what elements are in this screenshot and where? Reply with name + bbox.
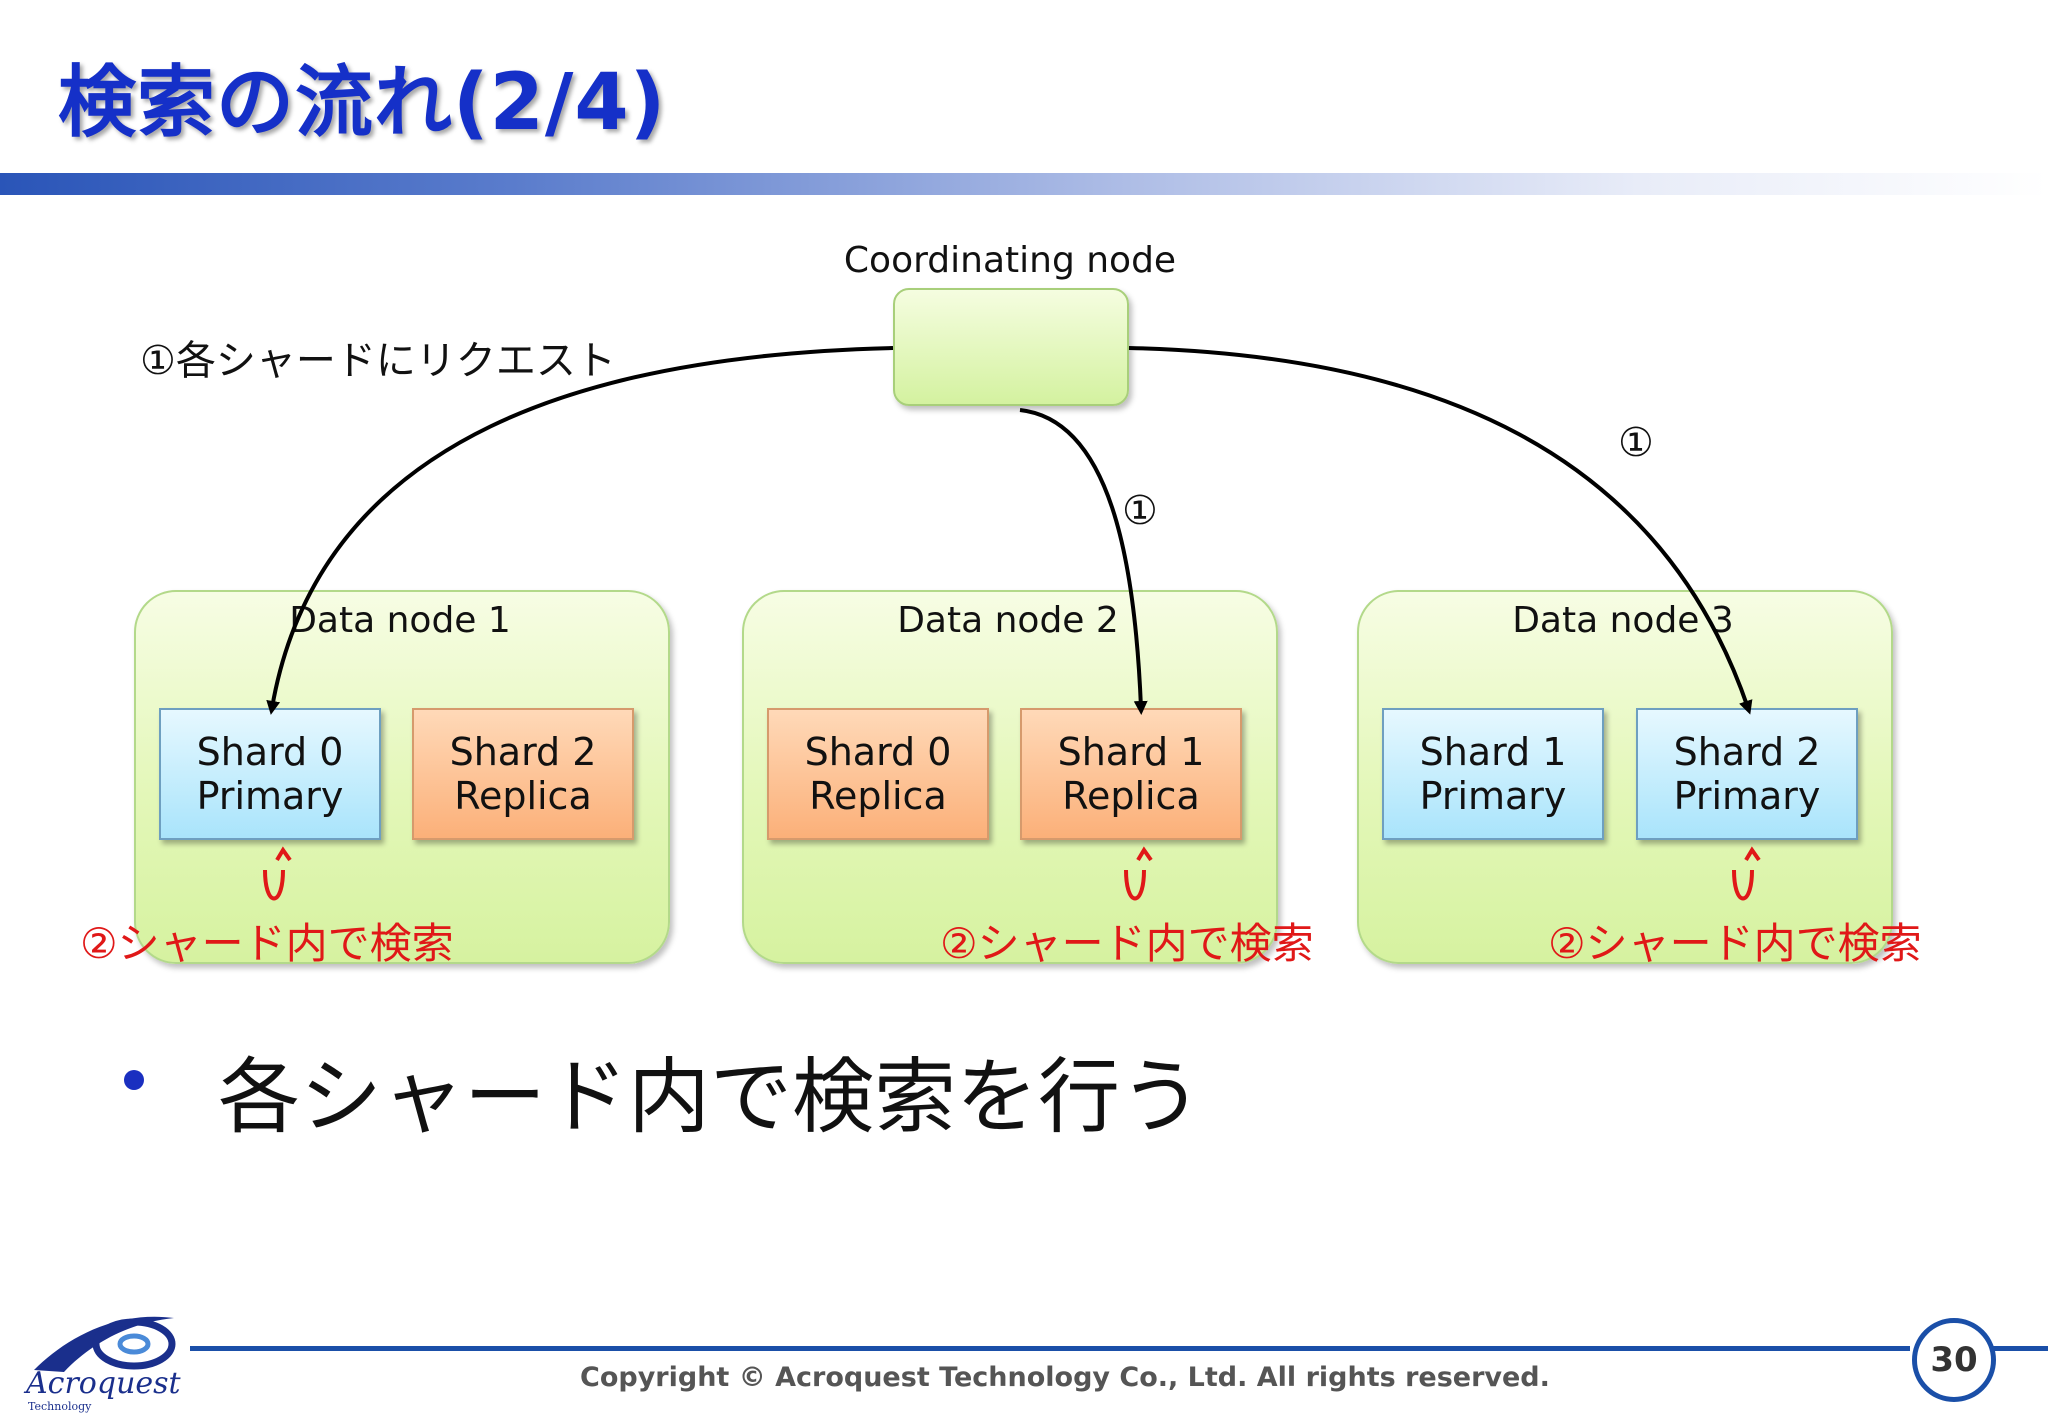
copyright-text: Copyright © Acroquest Technology Co., Lt… — [580, 1362, 1550, 1393]
shard-name: Shard 0 — [196, 730, 344, 774]
request-arrow-node3 — [1128, 346, 1753, 715]
shard-role: Primary — [1419, 774, 1567, 818]
arrow-label-node3: ① — [1618, 420, 1654, 466]
data-node-2-label: Data node 2 — [897, 600, 1119, 641]
logo-text: Acroquest — [26, 1366, 181, 1401]
shard-role: Primary — [196, 774, 344, 818]
slide-title: 検索の流れ(2/4) — [58, 58, 667, 148]
search-label-node3: ②シャード内で検索 — [1548, 919, 1922, 968]
footer-line-right — [1970, 1346, 2048, 1351]
shard-0-replica-node2: Shard 0 Replica — [767, 708, 989, 840]
coordinating-node-box — [893, 288, 1129, 406]
request-arrow-node2 — [1019, 408, 1148, 715]
shard-role: Replica — [809, 774, 947, 818]
logo-subtext: Technology — [28, 1400, 92, 1413]
data-node-3-label: Data node 3 — [1512, 600, 1734, 641]
shard-name: Shard 2 — [1673, 730, 1821, 774]
arrow-label-node2: ① — [1122, 488, 1158, 534]
shard-name: Shard 2 — [449, 730, 597, 774]
search-loop-node2 — [1124, 846, 1153, 901]
footer-line — [190, 1346, 1910, 1351]
search-loop-node1 — [263, 846, 292, 901]
acroquest-logo-icon — [34, 1316, 176, 1372]
coordinating-node-label: Coordinating node — [843, 240, 1177, 281]
shard-name: Shard 1 — [1419, 730, 1567, 774]
shard-role: Replica — [454, 774, 592, 818]
shard-2-replica-node1: Shard 2 Replica — [412, 708, 634, 840]
request-arrow-node1 — [266, 346, 894, 715]
request-label: ①各シャードにリクエスト — [140, 338, 616, 384]
search-label-node2: ②シャード内で検索 — [940, 919, 1314, 968]
shard-name: Shard 0 — [804, 730, 952, 774]
data-node-1-label: Data node 1 — [289, 600, 511, 641]
page-number: 30 — [1912, 1318, 1996, 1402]
shard-role: Primary — [1673, 774, 1821, 818]
shard-1-primary-node3: Shard 1 Primary — [1382, 708, 1604, 840]
bullet-text: 各シャード内で検索を行う — [218, 1050, 1203, 1145]
shard-1-replica-node2: Shard 1 Replica — [1020, 708, 1242, 840]
search-label-node1: ②シャード内で検索 — [80, 919, 454, 968]
shard-name: Shard 1 — [1057, 730, 1205, 774]
shard-2-primary-node3: Shard 2 Primary — [1636, 708, 1858, 840]
bullet-icon — [124, 1070, 144, 1090]
title-underline-bar — [0, 173, 2048, 195]
search-loop-node3 — [1732, 846, 1761, 901]
shard-role: Replica — [1062, 774, 1200, 818]
shard-0-primary-node1: Shard 0 Primary — [159, 708, 381, 840]
